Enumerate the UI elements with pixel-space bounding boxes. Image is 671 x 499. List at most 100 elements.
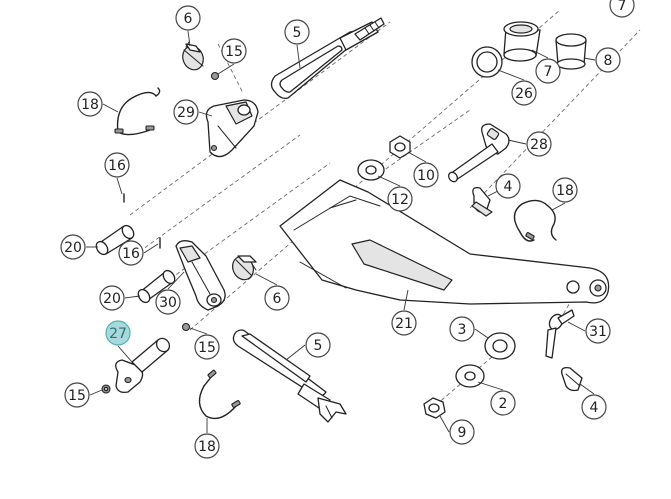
part-26-ring bbox=[471, 46, 503, 78]
callout-circle bbox=[77, 91, 103, 117]
callout-6[interactable]: 6 bbox=[264, 285, 290, 311]
callout-number: 15 bbox=[68, 388, 86, 404]
part-15-nut-top bbox=[210, 71, 220, 81]
callout-20[interactable]: 20 bbox=[60, 234, 86, 260]
callout-15[interactable]: 15 bbox=[64, 382, 90, 408]
callout-circle bbox=[535, 58, 561, 84]
callout-10[interactable]: 10 bbox=[413, 162, 439, 188]
callout-31[interactable]: 31 bbox=[585, 318, 611, 344]
callout-circle bbox=[391, 310, 417, 336]
callout-28[interactable]: 28 bbox=[526, 131, 552, 157]
callout-number: 27 bbox=[109, 326, 127, 342]
callout-20[interactable]: 20 bbox=[99, 285, 125, 311]
callout-7[interactable]: 7 bbox=[609, 0, 635, 18]
callout-5[interactable]: 5 bbox=[305, 332, 331, 358]
part-20-bushing-lower bbox=[137, 269, 176, 304]
callout-6[interactable]: 6 bbox=[175, 5, 201, 31]
callout-circle bbox=[194, 433, 220, 459]
callout-number: 5 bbox=[314, 338, 323, 354]
callout-number: 30 bbox=[159, 295, 177, 311]
callout-9[interactable]: 9 bbox=[449, 419, 475, 445]
callout-number: 4 bbox=[590, 400, 599, 416]
callout-15[interactable]: 15 bbox=[221, 38, 247, 64]
callout-circle bbox=[155, 289, 181, 315]
part-8-bushing bbox=[555, 33, 587, 70]
callout-circle bbox=[413, 162, 439, 188]
callout-number: 15 bbox=[198, 340, 216, 356]
part-31-lever-clip bbox=[545, 309, 575, 359]
callout-number: 16 bbox=[122, 246, 140, 262]
callout-number: 3 bbox=[458, 322, 467, 338]
callout-number: 21 bbox=[395, 316, 413, 332]
callout-2[interactable]: 2 bbox=[490, 390, 516, 416]
part-15-nut-bottom bbox=[101, 384, 111, 394]
callout-30[interactable]: 30 bbox=[155, 289, 181, 315]
callout-number: 8 bbox=[604, 53, 613, 69]
part-20-bushing-upper bbox=[95, 224, 135, 256]
part-12-washer bbox=[357, 159, 385, 181]
part-15-nut-middle bbox=[181, 322, 191, 332]
callout-number: 28 bbox=[530, 137, 548, 153]
part-2-washer bbox=[455, 364, 485, 388]
callout-number: 6 bbox=[273, 291, 282, 307]
callout-circle bbox=[449, 419, 475, 445]
callout-3[interactable]: 3 bbox=[449, 316, 475, 342]
part-6-ring-clip-lower bbox=[232, 255, 257, 281]
callout-number: 29 bbox=[177, 105, 195, 121]
callout-circle bbox=[595, 47, 621, 73]
callout-number: 7 bbox=[618, 0, 627, 14]
callout-circle bbox=[118, 240, 144, 266]
callout-18[interactable]: 18 bbox=[194, 433, 220, 459]
callout-circle bbox=[305, 332, 331, 358]
callout-15[interactable]: 15 bbox=[194, 334, 220, 360]
callout-circle bbox=[105, 320, 131, 346]
callout-21[interactable]: 21 bbox=[391, 310, 417, 336]
callout-4[interactable]: 4 bbox=[495, 173, 521, 199]
callout-number: 20 bbox=[64, 240, 82, 256]
callout-circle bbox=[495, 173, 521, 199]
part-10-hex-nut bbox=[389, 135, 411, 159]
callout-number: 9 bbox=[458, 425, 467, 441]
callout-number: 18 bbox=[198, 439, 216, 455]
callout-circle bbox=[449, 316, 475, 342]
part-3-ring bbox=[484, 332, 516, 360]
callout-circle bbox=[526, 131, 552, 157]
callout-16[interactable]: 16 bbox=[104, 152, 130, 178]
callout-12[interactable]: 12 bbox=[387, 186, 413, 212]
callout-number: 6 bbox=[184, 11, 193, 27]
callout-circle bbox=[387, 186, 413, 212]
callout-18[interactable]: 18 bbox=[77, 91, 103, 117]
callout-29[interactable]: 29 bbox=[173, 99, 199, 125]
callout-number: 7 bbox=[544, 64, 553, 80]
callout-circle bbox=[552, 177, 578, 203]
callout-circle bbox=[60, 234, 86, 260]
callout-circle bbox=[104, 152, 130, 178]
callout-circle bbox=[585, 318, 611, 344]
callout-8[interactable]: 8 bbox=[595, 47, 621, 73]
callout-number: 18 bbox=[81, 97, 99, 113]
callout-number: 15 bbox=[225, 44, 243, 60]
callout-16[interactable]: 16 bbox=[118, 240, 144, 266]
callout-circle bbox=[581, 394, 607, 420]
part-4-clip-upper bbox=[471, 187, 493, 217]
callout-circle bbox=[173, 99, 199, 125]
part-27-flanged-pin bbox=[115, 337, 171, 394]
part-30-bracket-lower bbox=[175, 240, 226, 311]
callout-circle bbox=[99, 285, 125, 311]
callout-5[interactable]: 5 bbox=[284, 19, 310, 45]
callout-number: 31 bbox=[589, 324, 607, 340]
callout-number: 10 bbox=[417, 168, 435, 184]
callout-number: 5 bbox=[293, 25, 302, 41]
part-18-wire-clip-lower bbox=[198, 369, 241, 420]
callout-26[interactable]: 26 bbox=[511, 80, 537, 106]
callout-4[interactable]: 4 bbox=[581, 394, 607, 420]
callout-number: 26 bbox=[515, 86, 533, 102]
part-18-wire-clip-top bbox=[114, 87, 161, 136]
callout-circle bbox=[490, 390, 516, 416]
callout-circle bbox=[284, 19, 310, 45]
callout-7[interactable]: 7 bbox=[535, 58, 561, 84]
callout-18[interactable]: 18 bbox=[552, 177, 578, 203]
callout-number: 16 bbox=[108, 158, 126, 174]
callout-27-highlighted[interactable]: 27 bbox=[105, 320, 131, 346]
